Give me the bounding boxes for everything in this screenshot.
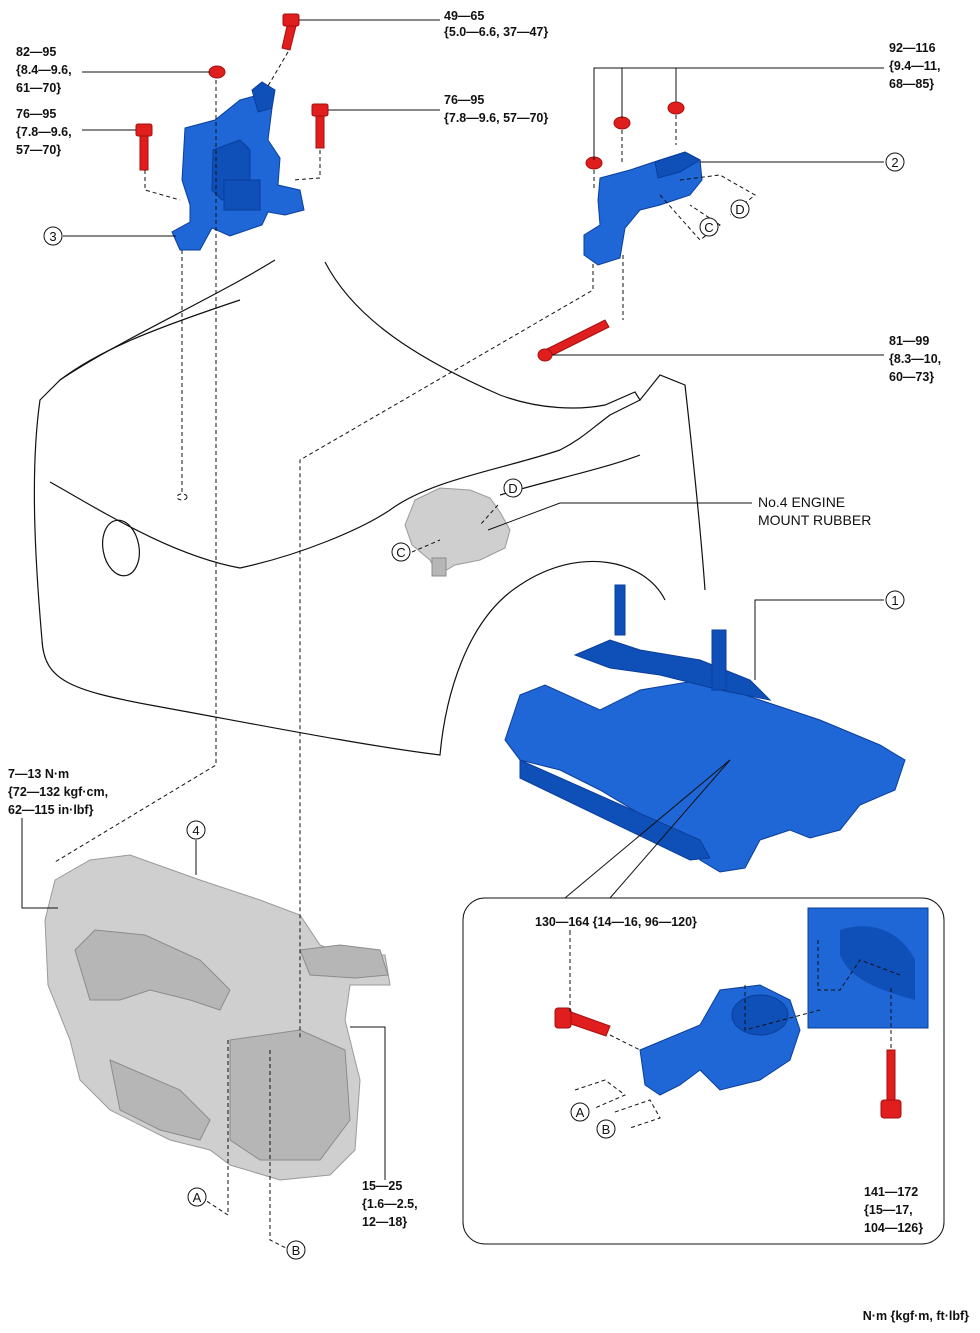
torque-label-bolt-left-line3: 57—70} (16, 143, 61, 157)
svg-text:A: A (193, 1190, 202, 1205)
torque-label-bolt-top-line1: 49—65 (444, 9, 484, 23)
ref-c-bracket: C (699, 217, 719, 237)
nut-right-3-icon (667, 101, 685, 115)
torque-label-trans-bolt-line2: {1.6—2.5, (362, 1197, 418, 1211)
torque-label-engine-bolt-line1: 7—13 N·m (8, 767, 69, 781)
callout-2: 2 (885, 152, 905, 172)
torque-label-nut-left-top-line2: {8.4—9.6, (16, 63, 72, 77)
torque-label-detail-bolt-v-line3: 104—126} (864, 1221, 923, 1235)
ref-b-detail: B (596, 1119, 616, 1139)
leader-lines (21, 19, 884, 1180)
part-3-engine-mount-bracket (171, 81, 305, 251)
torque-label-trans-bolt-line1: 15—25 (362, 1179, 402, 1193)
callout-1: 1 (885, 590, 905, 610)
vehicle-body-outline (33, 259, 706, 756)
torque-label-engine-bolt-line2: {72—132 kgf·cm, (8, 785, 108, 799)
torque-label-nuts-right-line2: {9.4—11, (889, 59, 940, 73)
svg-text:C: C (396, 545, 405, 560)
torque-label-bolt-top-line2: {5.0—6.6, 37—47} (444, 25, 548, 39)
ref-d-mount: D (503, 478, 523, 498)
engine-mount-rubber-label-line2: MOUNT RUBBER (758, 512, 871, 528)
svg-text:B: B (292, 1243, 301, 1258)
nut-right-2-icon (613, 116, 631, 130)
torque-label-bolt-long-line1: 81—99 (889, 334, 929, 348)
bolt-top-icon (281, 13, 300, 51)
torque-labels: 49—65 {5.0—6.6, 37—47} 82—95 {8.4—9.6, 6… (8, 9, 969, 1323)
ref-a-detail: A (570, 1102, 590, 1122)
ref-d-bracket: D (730, 199, 750, 219)
torque-label-engine-bolt-line3: 62—115 in·lbf} (8, 803, 94, 817)
callout-3: 3 (43, 226, 63, 246)
torque-label-nut-left-top-line1: 82—95 (16, 45, 56, 59)
assembly-dashed-lines (54, 51, 756, 1251)
part-4-engine-assembly (44, 854, 391, 1181)
bolt-left-icon (135, 123, 153, 171)
ref-a-engine: A (187, 1187, 207, 1207)
detail-bolt-vertical-icon (880, 1049, 902, 1119)
svg-text:1: 1 (891, 593, 898, 608)
ref-b-engine: B (286, 1240, 306, 1260)
torque-label-bolt-long-line2: {8.3—10, (889, 352, 941, 366)
svg-text:B: B (602, 1122, 611, 1137)
part-1-front-crossmember (504, 584, 906, 873)
ref-c-mount: C (391, 542, 411, 562)
torque-label-nut-left-top-line3: 61—70} (16, 81, 61, 95)
torque-label-bolt-left-line1: 76—95 (16, 107, 56, 121)
torque-label-nuts-right-line3: 68—85} (889, 77, 934, 91)
svg-text:3: 3 (49, 229, 56, 244)
part-2-mount-bracket (583, 151, 703, 266)
torque-label-bolt-mid-line1: 76—95 (444, 93, 484, 107)
torque-label-detail-bolt-h: 130—164 {14—16, 96—120} (535, 915, 697, 929)
svg-text:A: A (576, 1105, 585, 1120)
torque-label-bolt-left-line2: {7.8—9.6, (16, 125, 72, 139)
reference-markers: C D D C A B A B (187, 199, 750, 1260)
fog-lamp-outline (102, 519, 140, 577)
svg-text:D: D (508, 481, 517, 496)
callout-4: 4 (186, 820, 206, 840)
part-callouts: 1 2 3 4 (43, 152, 905, 840)
torque-label-trans-bolt-line3: 12—18} (362, 1215, 407, 1229)
engine-mount-rubber-label-line1: No.4 ENGINE (758, 494, 845, 510)
detail-inset-box (462, 897, 945, 1245)
detail-bolt-horizontal-icon (554, 1007, 611, 1037)
units-legend: N·m {kgf·m, ft·lbf} (863, 1309, 969, 1323)
svg-text:4: 4 (192, 823, 199, 838)
nut-left-top-icon (208, 65, 226, 79)
torque-label-nuts-right-line1: 92—116 (889, 41, 936, 55)
svg-text:D: D (735, 202, 744, 217)
torque-label-detail-bolt-v-line2: {15—17, (864, 1203, 913, 1217)
torque-label-bolt-mid-line2: {7.8—9.6, 57—70} (444, 111, 548, 125)
svg-text:C: C (704, 220, 713, 235)
bolt-mid-icon (311, 103, 329, 149)
torque-label-bolt-long-line3: 60—73} (889, 370, 934, 384)
svg-text:2: 2 (891, 155, 898, 170)
no4-engine-mount-rubber-ghost (404, 487, 511, 577)
torque-label-detail-bolt-v-line1: 141—172 (864, 1185, 918, 1199)
